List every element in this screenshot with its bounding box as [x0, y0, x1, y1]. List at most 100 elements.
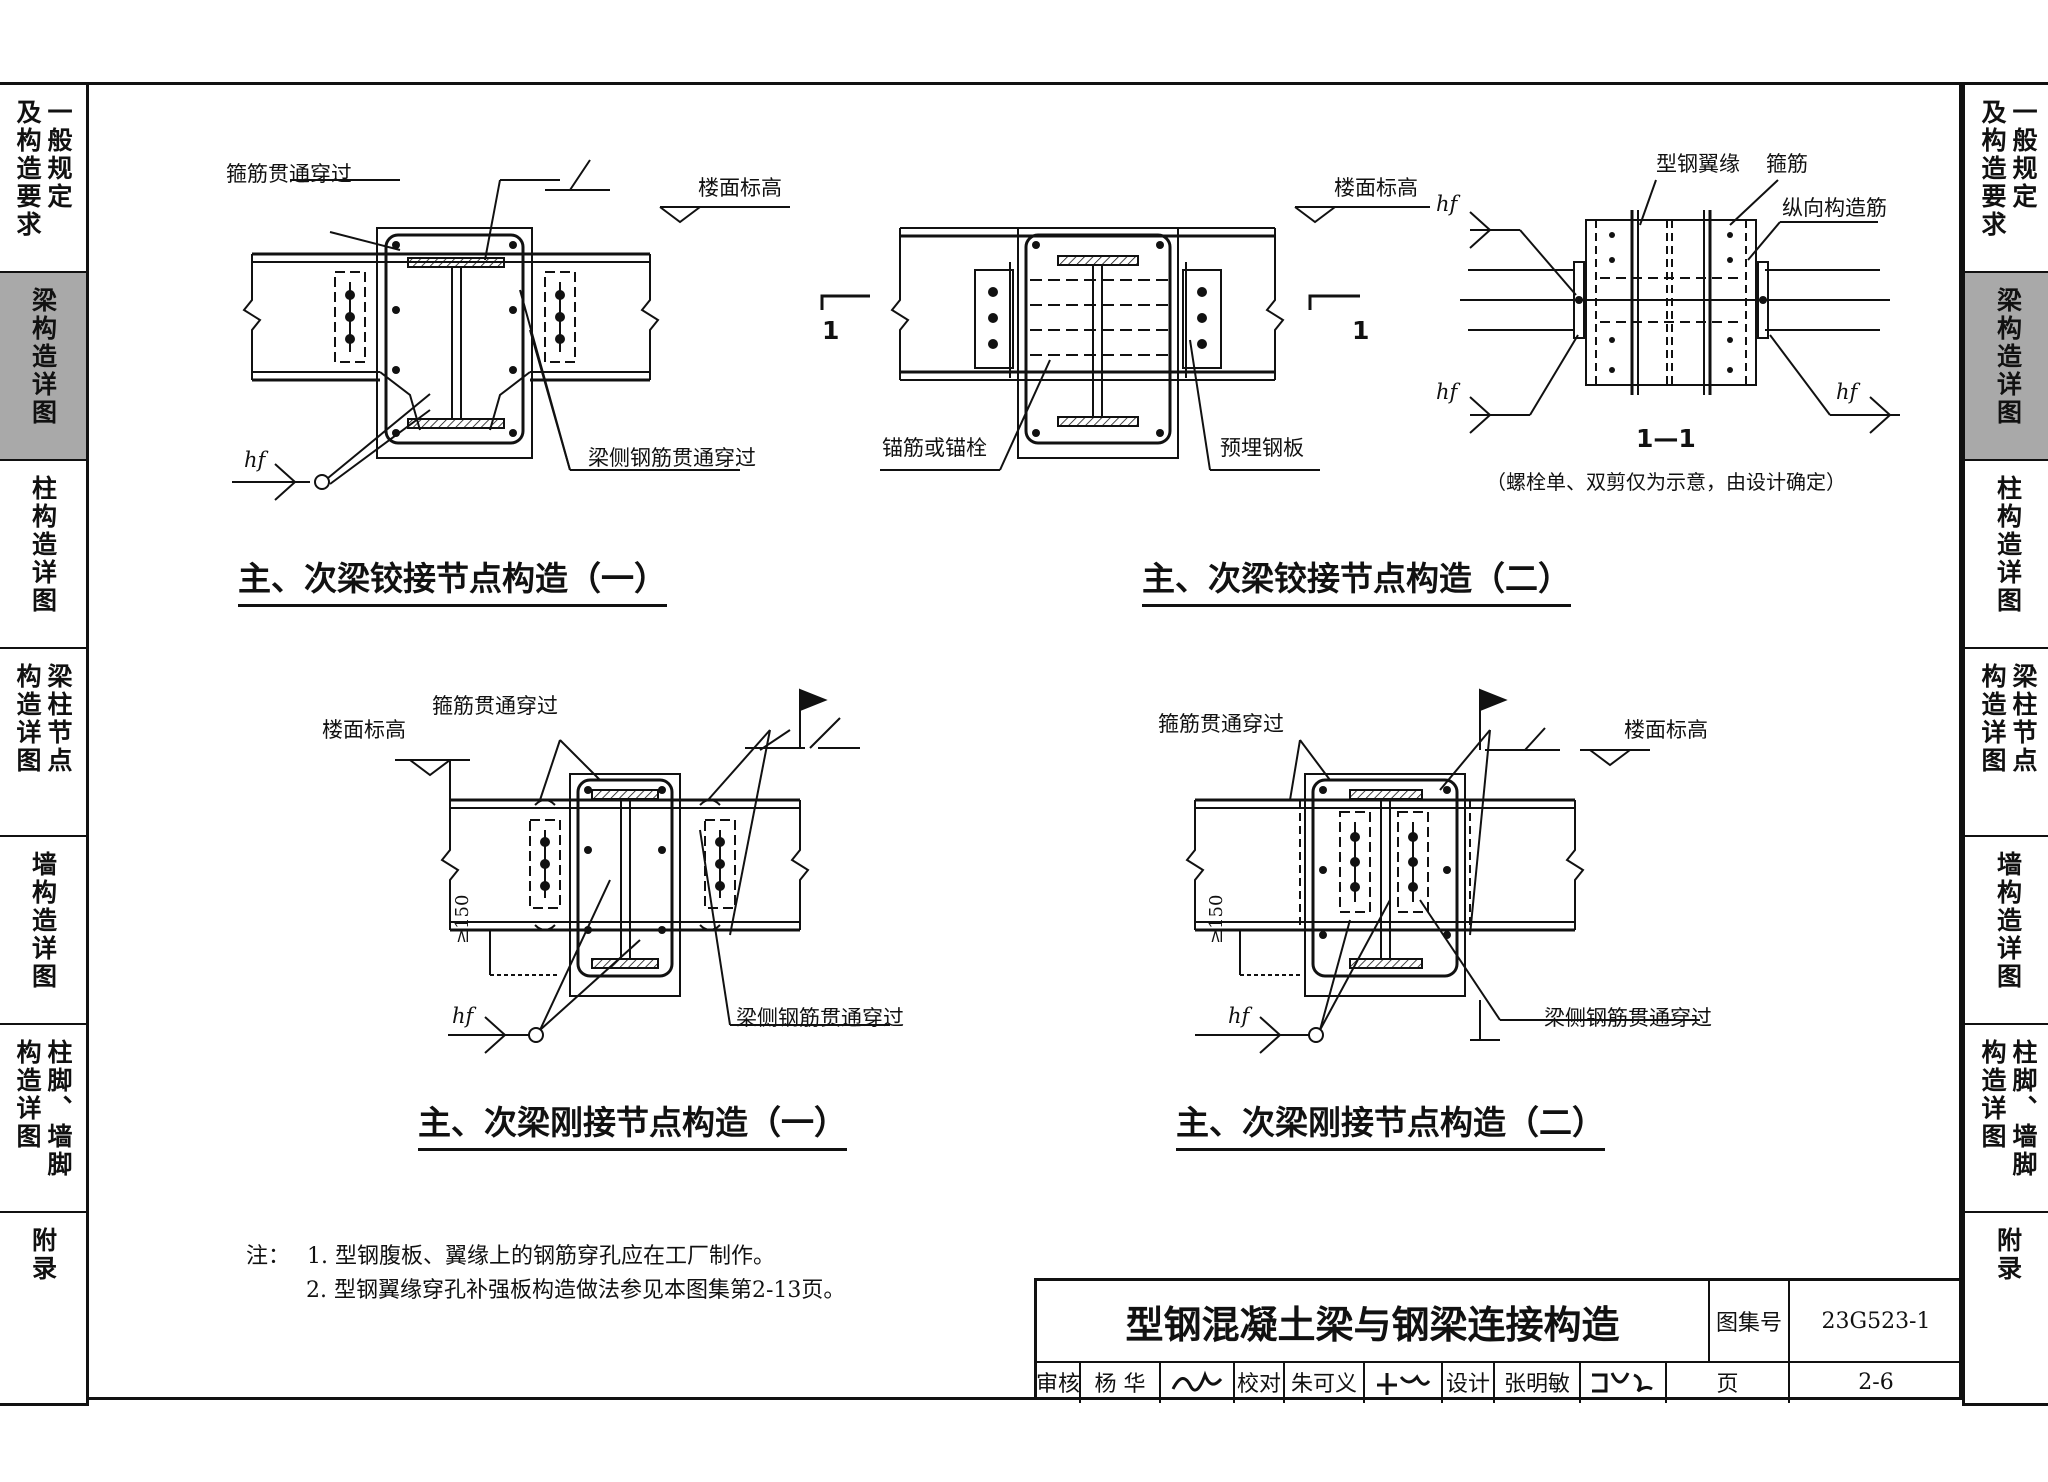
tab-footing-detail-right-col-2: 柱脚、墙脚 — [2009, 1039, 2038, 1179]
notes-prefix: 注： — [246, 1244, 291, 1269]
d2-anchor-label: 锚筋或锚栓 — [882, 436, 987, 460]
d2s-drawing — [1460, 179, 1900, 434]
page-label: 页 — [1667, 1361, 1790, 1403]
tab-general[interactable]: 及构造要求 一般规定 — [0, 85, 86, 273]
d4-side-rebar-label: 梁侧钢筋贯通穿过 — [1544, 1006, 1712, 1030]
left-sidebar: 及构造要求 一般规定 梁构造详图 柱构造详图 构造详图 梁柱节点 墙构造详图 构… — [0, 82, 89, 1406]
tab-appendix[interactable]: 附录 — [0, 1213, 86, 1397]
tab-general-right[interactable]: 及构造要求 一般规定 — [1965, 85, 2048, 273]
check-label: 校对 — [1235, 1361, 1285, 1403]
tab-general-right-col-2: 一般规定 — [2009, 99, 2038, 211]
tab-joint-detail-col-2: 梁柱节点 — [44, 663, 73, 775]
d2-section-mark-right: 1 — [1352, 316, 1370, 345]
review-signature-mark — [1171, 1370, 1223, 1392]
d2-plate-label: 预埋钢板 — [1220, 436, 1304, 460]
title-block: 型钢混凝土梁与钢梁连接构造 图集号 23G523-1 审核 杨 华 校对 朱可义… — [1034, 1278, 1962, 1403]
drawing-title: 型钢混凝土梁与钢梁连接构造 — [1037, 1281, 1710, 1361]
tab-appendix-label: 附录 — [28, 1227, 58, 1283]
d4-stirrup-label: 箍筋贯通穿过 — [1158, 712, 1284, 736]
tab-wall-detail[interactable]: 墙构造详图 — [0, 837, 86, 1025]
d2s-hf-label-1: hf — [1436, 192, 1458, 216]
d3-stirrup-label: 箍筋贯通穿过 — [432, 694, 558, 718]
tab-footing-detail-col-1: 构造详图 — [13, 1039, 42, 1151]
tab-general-col-1: 及构造要求 — [13, 99, 42, 239]
design-name: 张明敏 — [1495, 1361, 1581, 1403]
tab-joint-detail-right[interactable]: 构造详图 梁柱节点 — [1965, 649, 2048, 837]
note-row-1: 注： 1. 型钢腹板、翼缘上的钢筋穿孔应在工厂制作。 — [246, 1240, 845, 1274]
tab-footing-detail-right-col-1: 构造详图 — [1978, 1039, 2007, 1151]
d3-floor-label: 楼面标高 — [322, 718, 406, 742]
tab-appendix-right[interactable]: 附录 — [1965, 1213, 2048, 1397]
tab-column-detail-right-label: 柱构造详图 — [1993, 475, 2023, 615]
check-signature — [1365, 1361, 1443, 1403]
tab-joint-detail-right-col-2: 梁柱节点 — [2009, 663, 2038, 775]
tab-footing-detail-right[interactable]: 构造详图 柱脚、墙脚 — [1965, 1025, 2048, 1213]
d2s-stirrup-label: 箍筋 — [1766, 152, 1808, 176]
note-item-1: 1. 型钢腹板、翼缘上的钢筋穿孔应在工厂制作。 — [307, 1244, 776, 1269]
d1-floor-label: 楼面标高 — [698, 176, 782, 200]
title-block-divider — [1037, 1361, 1962, 1363]
d3-drawing — [395, 688, 890, 1054]
review-label: 审核 — [1036, 1361, 1081, 1403]
design-signature-mark — [1592, 1372, 1653, 1393]
tab-wall-detail-label: 墙构造详图 — [28, 851, 58, 991]
tab-column-detail-right[interactable]: 柱构造详图 — [1965, 461, 2048, 649]
tab-joint-detail-right-col-1: 构造详图 — [1978, 663, 2007, 775]
tab-joint-detail-col-1: 构造详图 — [13, 663, 42, 775]
d2s-long-rebar-label: 纵向构造筋 — [1782, 196, 1887, 220]
design-signature — [1581, 1361, 1667, 1403]
tab-beam-detail[interactable]: 梁构造详图 — [0, 273, 86, 461]
atlas-label: 图集号 — [1710, 1281, 1790, 1361]
d4-drawing — [1185, 688, 1700, 1054]
d1-caption: 主、次梁铰接节点构造（一） — [238, 552, 667, 607]
d4-floor-label: 楼面标高 — [1624, 718, 1708, 742]
tab-wall-detail-right[interactable]: 墙构造详图 — [1965, 837, 2048, 1025]
d2-bolt-dots — [988, 241, 1207, 437]
d2s-dots — [1575, 232, 1767, 373]
tab-footing-detail[interactable]: 构造详图 柱脚、墙脚 — [0, 1025, 86, 1213]
d4-caption: 主、次梁刚接节点构造（二） — [1176, 1096, 1605, 1151]
d1-hf-label: hf — [244, 448, 266, 472]
d3-side-rebar-label: 梁侧钢筋贯通穿过 — [736, 1006, 904, 1030]
notes: 注： 1. 型钢腹板、翼缘上的钢筋穿孔应在工厂制作。 2. 型钢翼缘穿孔补强板构… — [246, 1240, 845, 1308]
d4-hf-label: hf — [1228, 1004, 1250, 1028]
check-name: 朱可义 — [1285, 1361, 1365, 1403]
tab-general-col-2: 一般规定 — [44, 99, 73, 211]
page-number: 2-6 — [1858, 1369, 1894, 1395]
tab-appendix-right-label: 附录 — [1993, 1227, 2023, 1283]
tab-joint-detail[interactable]: 构造详图 梁柱节点 — [0, 649, 86, 837]
d2-drawing — [820, 206, 1430, 471]
d2-section-mark-left: 1 — [822, 316, 840, 345]
right-sidebar: 及构造要求 一般规定 梁构造详图 柱构造详图 构造详图 梁柱节点 墙构造详图 构… — [1962, 82, 2048, 1406]
d3-hf-label: hf — [452, 1004, 474, 1028]
d4-dots — [1319, 786, 1451, 939]
d2-floor-label: 楼面标高 — [1334, 176, 1418, 200]
note-item-2: 2. 型钢翼缘穿孔补强板构造做法参见本图集第2-13页。 — [306, 1278, 846, 1303]
check-signature-mark — [1377, 1373, 1431, 1395]
review-name: 杨 华 — [1081, 1361, 1161, 1403]
tab-beam-detail-right[interactable]: 梁构造详图 — [1965, 273, 2048, 461]
tab-wall-detail-right-label: 墙构造详图 — [1993, 851, 2023, 991]
d2-caption: 主、次梁铰接节点构造（二） — [1142, 552, 1571, 607]
d3-min-150-label: ≥150 — [452, 894, 473, 944]
tab-beam-detail-right-label: 梁构造详图 — [1993, 287, 2023, 427]
note-row-2: 2. 型钢翼缘穿孔补强板构造做法参见本图集第2-13页。 — [246, 1274, 845, 1308]
d2s-hf-label-3: hf — [1836, 380, 1858, 404]
d4-min-150-label: ≥150 — [1206, 894, 1227, 944]
d2s-section-note: （螺栓单、双剪仅为示意，由设计确定） — [1486, 470, 1846, 494]
d3-caption: 主、次梁刚接节点构造（一） — [418, 1096, 847, 1151]
tab-column-detail[interactable]: 柱构造详图 — [0, 461, 86, 649]
tab-column-detail-label: 柱构造详图 — [28, 475, 58, 615]
drawing-frame — [86, 82, 1962, 1400]
tab-general-right-col-1: 及构造要求 — [1978, 99, 2007, 239]
d1-bolt-dots — [345, 241, 565, 437]
d3-dots — [540, 786, 725, 934]
review-signature — [1161, 1361, 1235, 1403]
d2s-flange-label: 型钢翼缘 — [1656, 152, 1740, 176]
atlas-number: 23G523-1 — [1821, 1308, 1931, 1334]
design-label: 设计 — [1443, 1361, 1495, 1403]
tab-beam-detail-label: 梁构造详图 — [28, 287, 58, 427]
tab-footing-detail-col-2: 柱脚、墙脚 — [44, 1039, 73, 1179]
d1-side-rebar-label: 梁侧钢筋贯通穿过 — [588, 446, 756, 470]
